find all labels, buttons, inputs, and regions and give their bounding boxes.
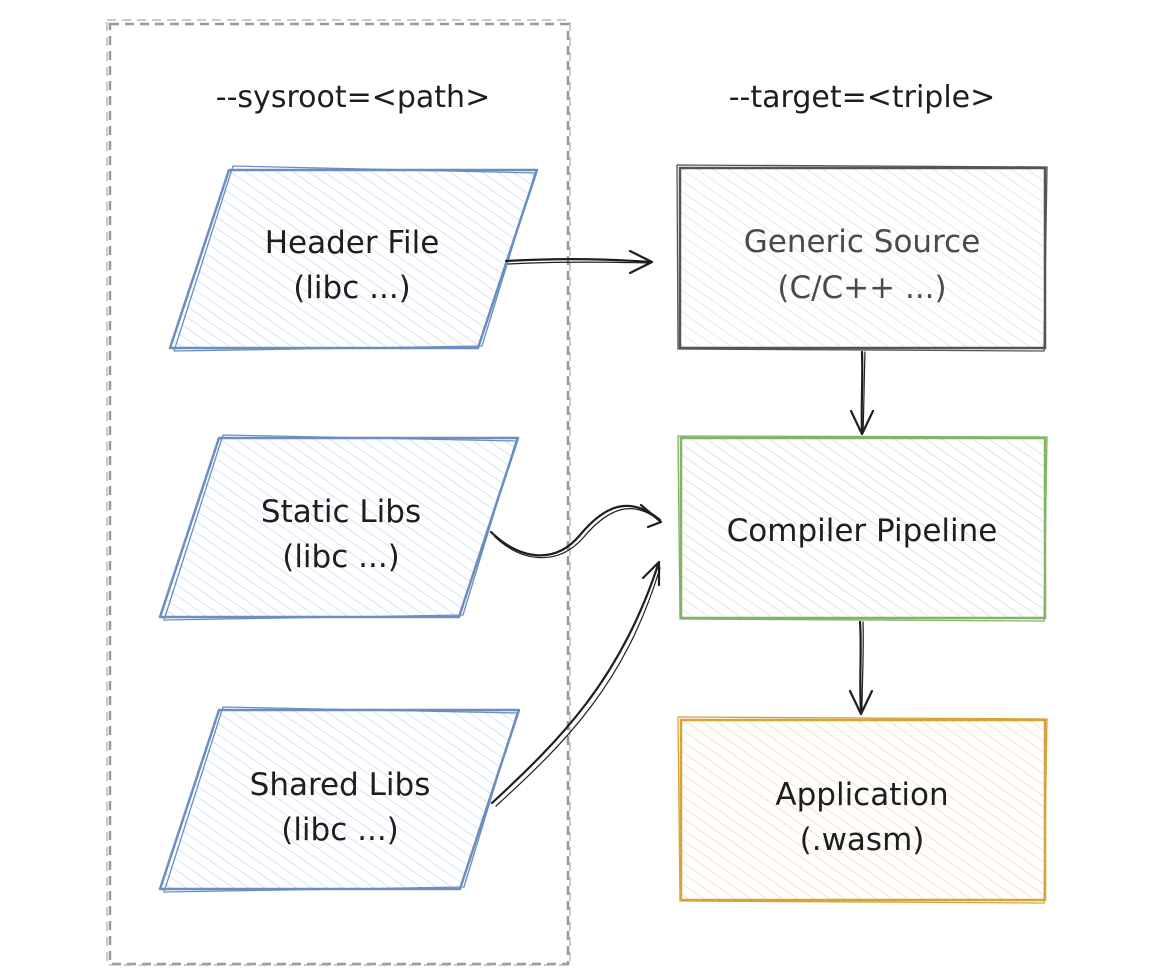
compiler-pipeline-node: Compiler Pipeline <box>677 435 1048 622</box>
application-subtitle: (.wasm) <box>800 822 925 858</box>
shared-libs-node: Shared Libs (libc ...) <box>158 706 521 893</box>
application-title: Application <box>775 777 948 813</box>
shared-libs-title: Shared Libs <box>250 767 431 803</box>
target-label: --target=<triple> <box>729 80 996 115</box>
static-libs-node: Static Libs (libc ...) <box>158 434 520 621</box>
arrow-shared-to-compiler <box>490 560 661 807</box>
arrow-header-to-source <box>504 249 654 275</box>
arrow-static-to-compiler <box>489 503 663 559</box>
generic-source-title: Generic Source <box>744 224 981 260</box>
sysroot-label: --sysroot=<path> <box>216 80 490 115</box>
static-libs-title: Static Libs <box>261 494 421 530</box>
shared-libs-subtitle: (libc ...) <box>281 812 399 848</box>
header-file-title: Header File <box>265 225 440 261</box>
application-node: Application (.wasm) <box>677 716 1048 904</box>
compiler-pipeline-title: Compiler Pipeline <box>727 513 998 549</box>
header-file-node: Header File (libc ...) <box>168 165 539 352</box>
arrow-compiler-to-application <box>848 620 874 716</box>
arrow-source-to-compiler <box>849 350 875 436</box>
generic-source-node: Generic Source (C/C++ ...) <box>676 164 1048 352</box>
header-file-subtitle: (libc ...) <box>293 270 411 306</box>
static-libs-subtitle: (libc ...) <box>282 539 400 575</box>
generic-source-subtitle: (C/C++ ...) <box>777 270 946 306</box>
sysroot-group <box>106 19 571 966</box>
